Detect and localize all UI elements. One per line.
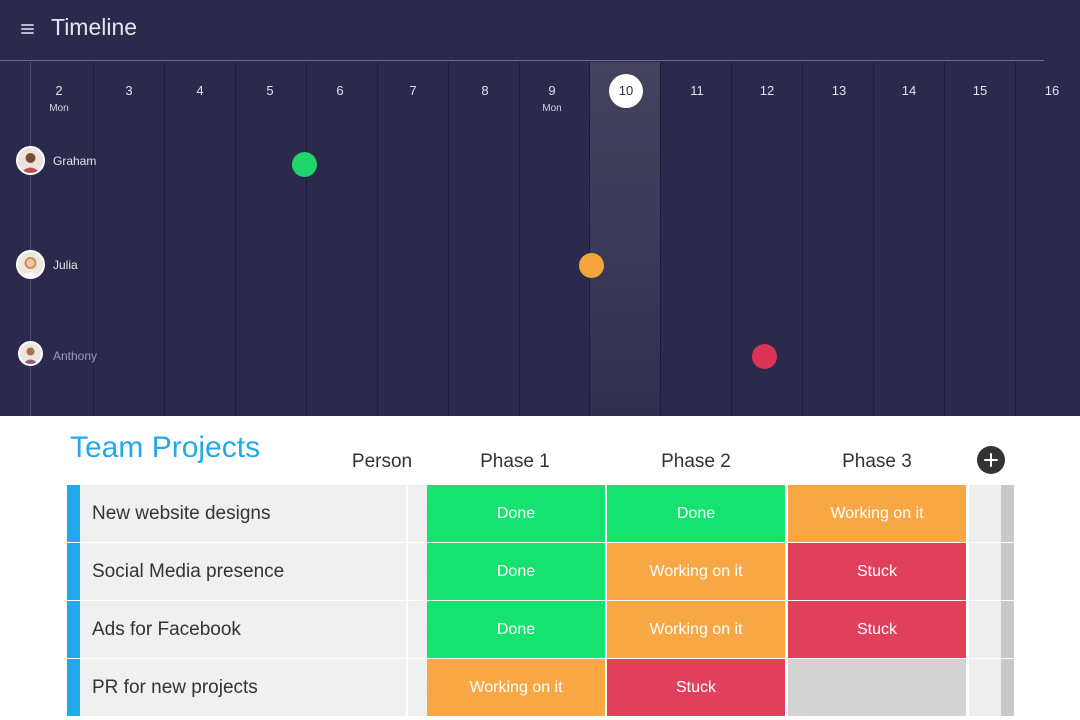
day-separator [93, 62, 94, 416]
status-cell-phase-2[interactable]: Done [607, 485, 785, 542]
day-separator [589, 62, 590, 416]
event-dot-julia[interactable] [579, 253, 604, 278]
table-row[interactable]: PR for new projects Working on it Stuck [67, 659, 1014, 716]
person-name: Anthony [53, 349, 98, 363]
event-dot-graham[interactable] [292, 152, 317, 177]
item-name[interactable]: PR for new projects [92, 677, 258, 698]
day-separator [377, 62, 378, 416]
item-name-cell[interactable]: Ads for Facebook [80, 601, 406, 658]
status-cell-phase-3[interactable]: Stuck [788, 601, 966, 658]
status-cell-phase-2[interactable]: Stuck [607, 659, 785, 716]
row-edge [1001, 659, 1014, 716]
table-row[interactable]: Ads for Facebook Done Working on it Stuc… [67, 601, 1014, 658]
item-name[interactable]: New website designs [92, 503, 271, 524]
day-label[interactable]: 5 [266, 83, 274, 98]
timeline-panel: Timeline 2 Mon 3 4 5 6 7 8 9 Mon 10 11 1… [0, 0, 1080, 416]
avatar[interactable] [18, 341, 43, 366]
status-cell-phase-2[interactable]: Working on it [607, 543, 785, 600]
day-label[interactable]: 12 [759, 83, 775, 98]
item-name-cell[interactable]: Social Media presence [80, 543, 406, 600]
status-cell-phase-1[interactable]: Working on it [427, 659, 605, 716]
day-label[interactable]: 4 [196, 83, 204, 98]
timeline-start-line [30, 62, 31, 416]
column-header-phase-3[interactable]: Phase 3 [842, 451, 912, 472]
item-name-cell[interactable]: New website designs [80, 485, 406, 542]
table-row[interactable]: New website designs Done Done Working on… [67, 485, 1014, 542]
day-separator [802, 62, 803, 416]
board-title[interactable]: Team Projects [70, 431, 261, 464]
status-cell-phase-3[interactable]: Stuck [788, 543, 966, 600]
status-cell-phase-3[interactable]: Working on it [788, 485, 966, 542]
team-projects-board: Team Projects Person Phase 1 Phase 2 Pha… [0, 416, 1080, 720]
empty-cell[interactable] [969, 543, 1001, 600]
day-separator [731, 62, 732, 416]
day-separator [1015, 62, 1016, 416]
day-label[interactable]: 6 [336, 83, 344, 98]
day-separator [235, 62, 236, 416]
day-separator [164, 62, 165, 416]
avatar[interactable] [16, 250, 45, 279]
menu-icon[interactable] [18, 20, 38, 38]
timeline-title: Timeline [51, 14, 138, 40]
status-cell-phase-1[interactable]: Done [427, 543, 605, 600]
group-color-bar [67, 659, 80, 716]
person-name: Julia [53, 258, 78, 272]
status-cell-phase-2[interactable]: Working on it [607, 601, 785, 658]
weekday-label: Mon [542, 103, 562, 114]
group-color-bar [67, 601, 80, 658]
day-label[interactable]: 14 [901, 83, 917, 98]
header-divider [0, 60, 1044, 61]
person-name: Graham [53, 154, 97, 168]
day-separator [944, 62, 945, 416]
item-name-cell[interactable]: PR for new projects [80, 659, 406, 716]
row-edge [1001, 601, 1014, 658]
column-header-person[interactable]: Person [351, 451, 413, 472]
today-marker[interactable]: 10 [609, 74, 643, 108]
day-label[interactable]: 11 [690, 83, 704, 98]
status-cell-phase-1[interactable]: Done [427, 485, 605, 542]
column-header-phase-1[interactable]: Phase 1 [480, 451, 550, 472]
day-label[interactable]: 7 [409, 83, 417, 98]
group-color-bar [67, 485, 80, 542]
day-label[interactable]: 13 [831, 83, 847, 98]
status-cell-phase-1[interactable]: Done [427, 601, 605, 658]
item-name[interactable]: Social Media presence [92, 561, 285, 582]
table-row[interactable]: Social Media presence Done Working on it… [67, 543, 1014, 600]
day-label[interactable]: 15 [972, 83, 988, 98]
today-column-highlight [590, 62, 660, 416]
day-label[interactable]: 16 [1044, 83, 1060, 98]
day-label[interactable]: 8 [481, 83, 489, 98]
day-label[interactable]: 2 [55, 83, 63, 98]
avatar[interactable] [16, 146, 45, 175]
day-separator [660, 62, 661, 416]
row-edge [1001, 485, 1014, 542]
day-separator [448, 62, 449, 416]
status-cell-phase-3[interactable] [788, 659, 966, 716]
event-dot-anthony[interactable] [752, 344, 777, 369]
weekday-label: Mon [49, 103, 69, 114]
empty-cell[interactable] [969, 601, 1001, 658]
day-separator [519, 62, 520, 416]
group-color-bar [67, 543, 80, 600]
day-label[interactable]: 3 [125, 83, 133, 98]
day-separator [306, 62, 307, 416]
row-edge [1001, 543, 1014, 600]
item-name[interactable]: Ads for Facebook [92, 619, 241, 640]
column-header-phase-2[interactable]: Phase 2 [661, 451, 731, 472]
empty-cell[interactable] [969, 485, 1001, 542]
day-separator [873, 62, 874, 416]
empty-cell[interactable] [969, 659, 1001, 716]
add-column-button[interactable] [977, 446, 1005, 474]
day-label[interactable]: 9 [548, 83, 556, 98]
